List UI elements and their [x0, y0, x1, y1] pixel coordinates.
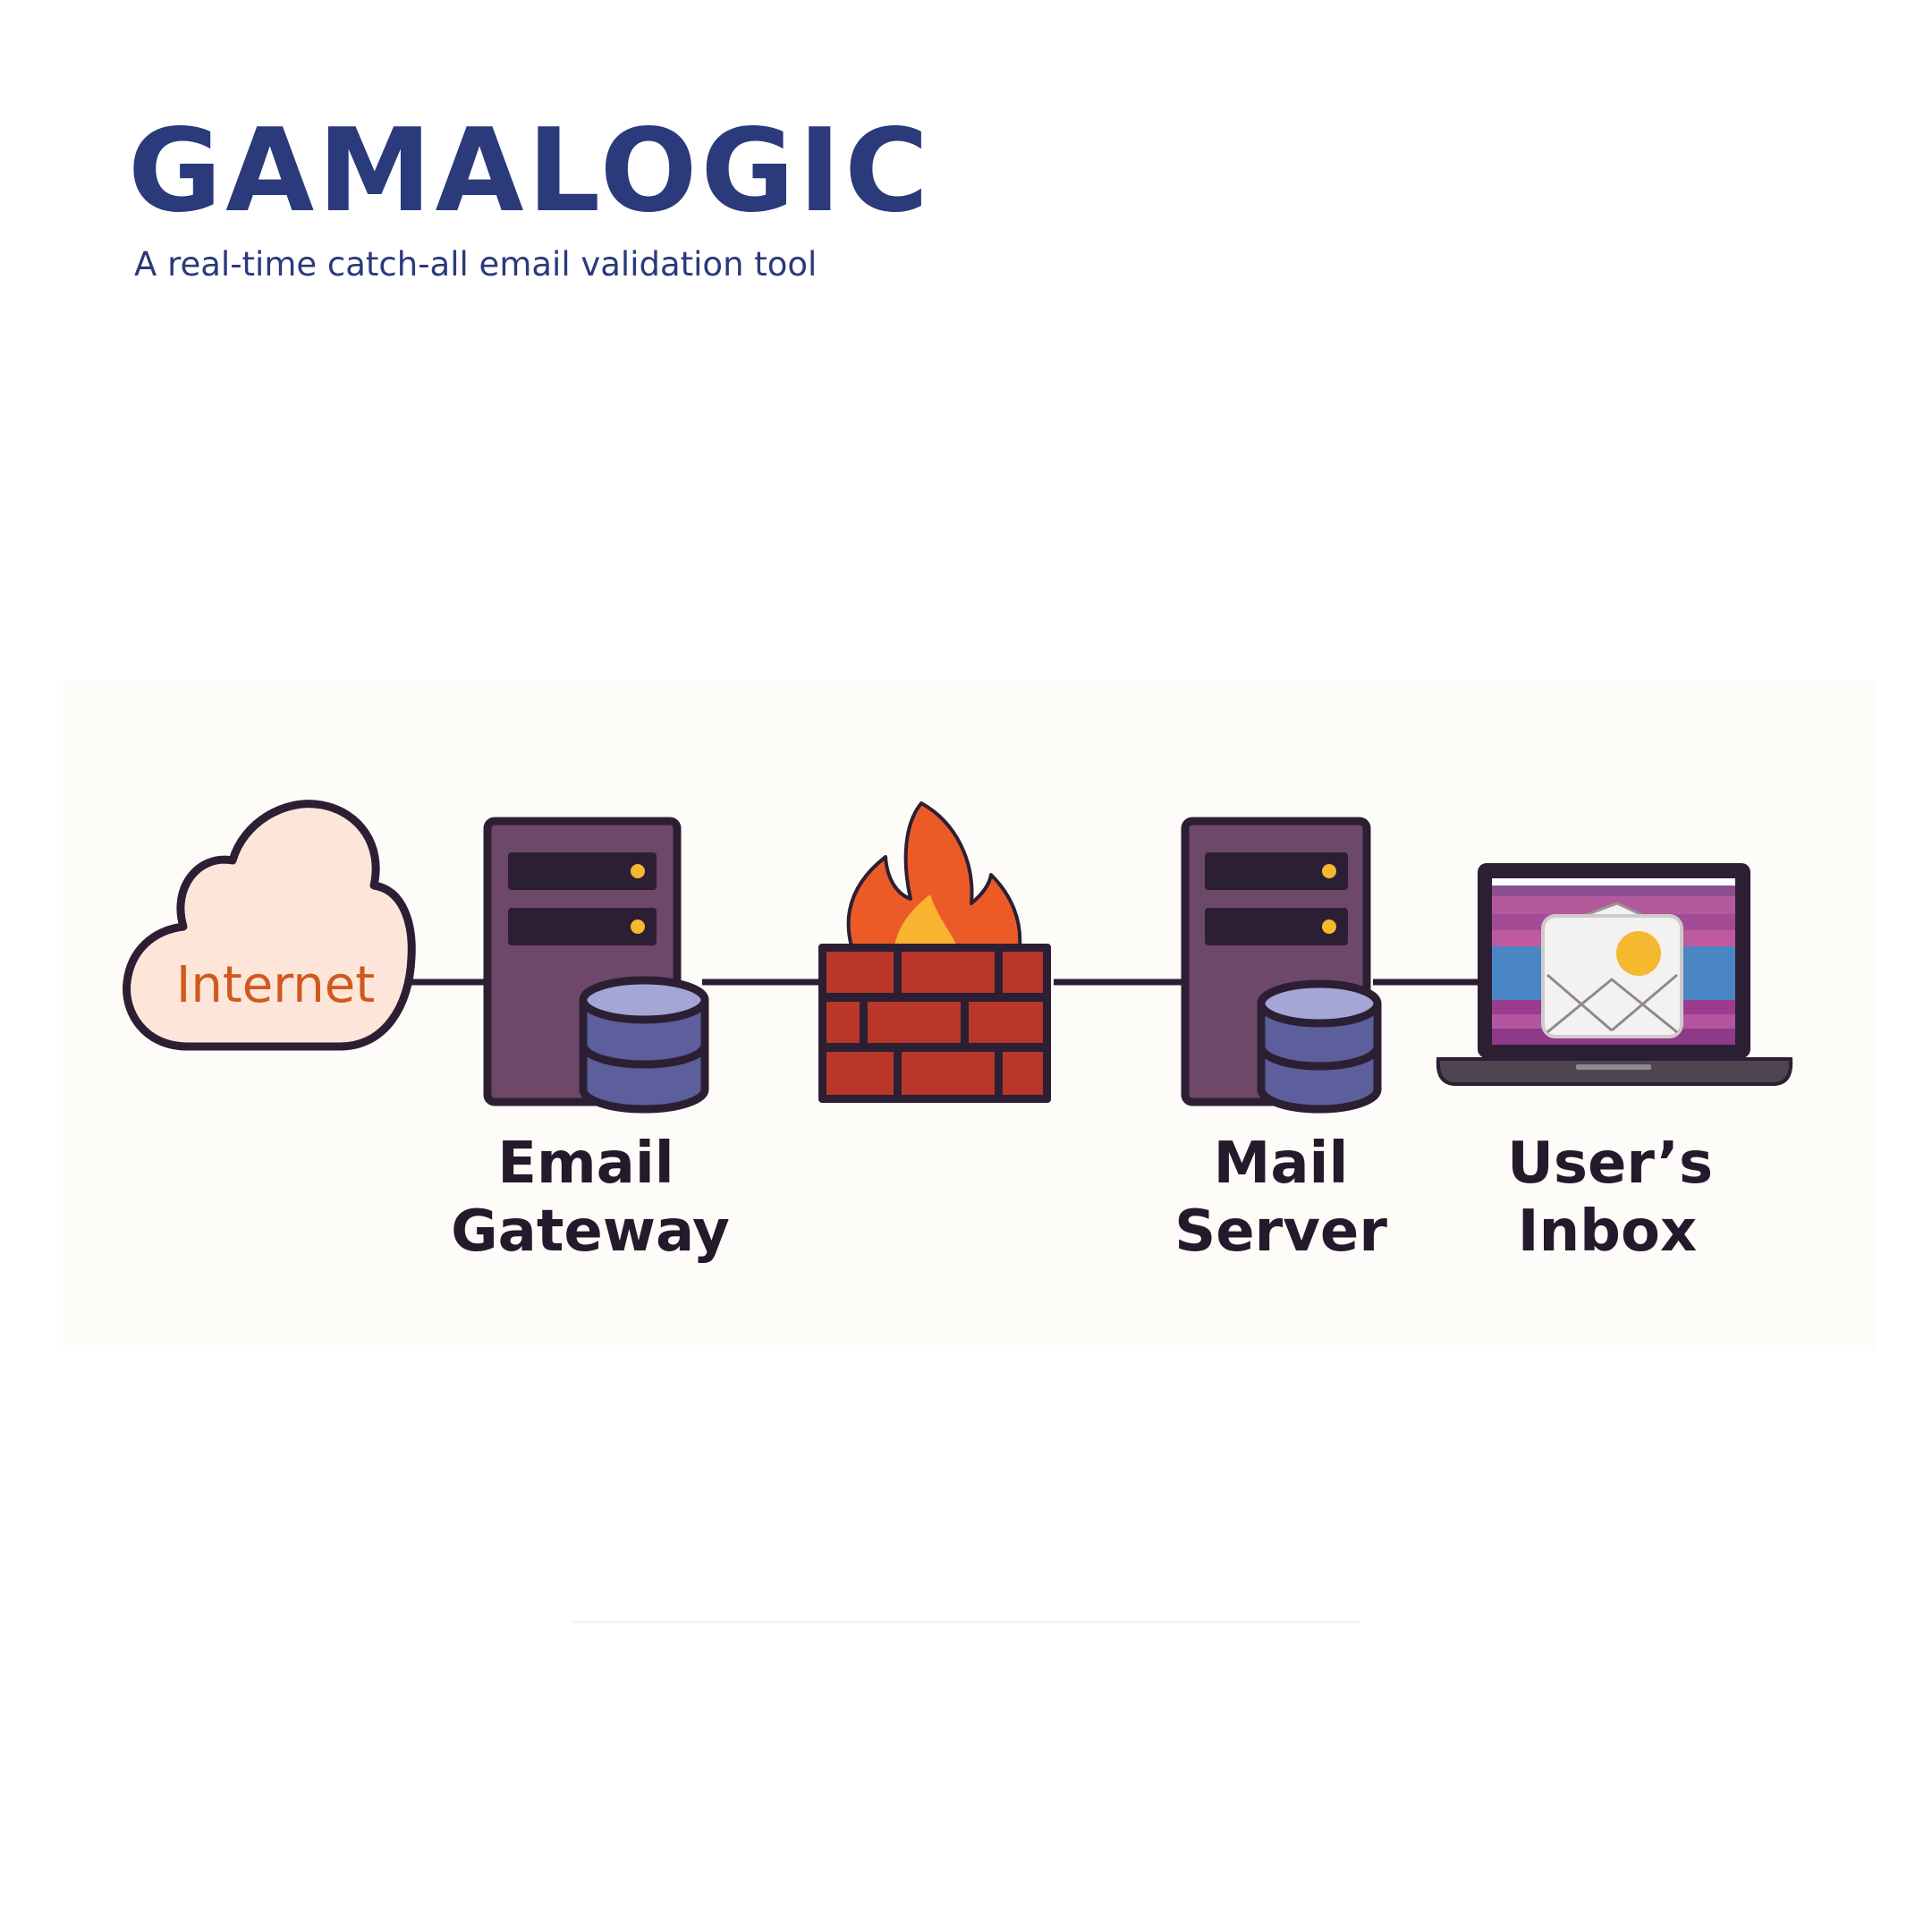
node-mail-server: Mail Server — [1174, 817, 1387, 1265]
node-email-gateway: Email Gateway — [451, 817, 730, 1265]
users-inbox-label-line-2: Inbox — [1518, 1199, 1697, 1265]
flame-icon — [846, 801, 1022, 948]
brand-logo-wordmark: GAMALOGIC — [128, 105, 932, 238]
footer-divider — [572, 1621, 1360, 1623]
brick-wall — [818, 944, 1051, 1103]
server-with-database-icon — [1181, 817, 1382, 1114]
node-firewall — [818, 801, 1051, 1103]
laptop-inbox-icon — [1436, 863, 1793, 1086]
database-icon — [1257, 979, 1382, 1114]
node-users-inbox: User’s Inbox — [1436, 863, 1793, 1265]
email-gateway-label-line-2: Gateway — [451, 1199, 730, 1265]
cloud-icon — [123, 800, 416, 1051]
internet-label: Internet — [176, 956, 375, 1014]
mail-server-label-line-2: Server — [1174, 1199, 1387, 1265]
users-inbox-label-line-1: User’s — [1507, 1131, 1713, 1197]
firewall-icon — [818, 801, 1051, 1103]
node-internet: Internet — [123, 800, 416, 1051]
database-icon — [579, 976, 709, 1114]
brand-tagline: A real-time catch-all email validation t… — [134, 245, 818, 284]
envelope-icon — [1541, 902, 1683, 1038]
email-gateway-label-line-1: Email — [497, 1131, 674, 1197]
server-with-database-icon — [483, 817, 709, 1114]
mail-server-label-line-1: Mail — [1214, 1131, 1349, 1197]
